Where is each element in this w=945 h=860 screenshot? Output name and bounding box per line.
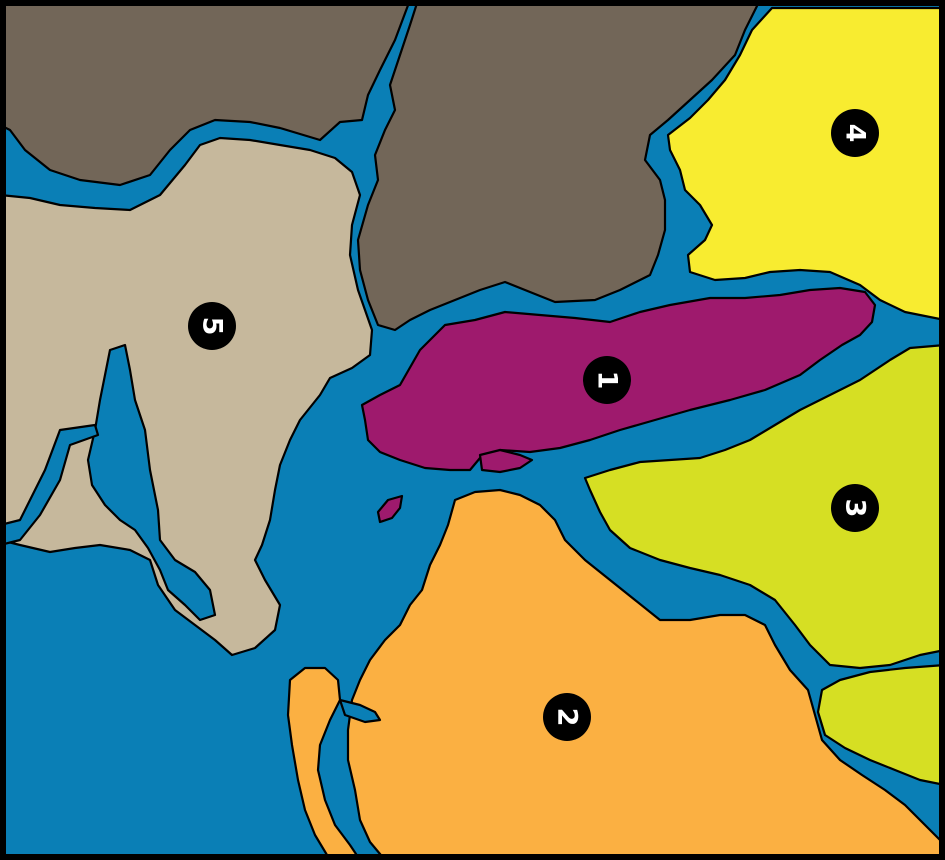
region-1-islet [478,448,534,474]
markers: 1 2 3 4 5 [188,109,879,741]
region-3 [583,343,945,670]
marker-circle [543,693,591,741]
region-5-lake [86,343,217,622]
marker-label: 2 [552,708,583,727]
region-3-south [816,663,945,787]
marker-circle [831,484,879,532]
region-1-small-islet [376,494,404,524]
marker-label: 5 [197,317,228,336]
region-4 [666,6,945,322]
region-2-peninsula [286,666,362,860]
marker-circle [583,356,631,404]
region-2 [346,488,945,860]
marker-circle [831,109,879,157]
region-5-inlet [0,423,100,547]
marker-1: 1 [583,356,631,404]
unlabeled-land [0,0,412,187]
unlabeled-land-east [356,0,762,332]
marker-label: 4 [840,124,871,143]
region-2-inlet [338,698,382,724]
marker-3: 3 [831,484,879,532]
marker-2: 2 [543,693,591,741]
region-5 [0,136,374,657]
marker-4: 4 [831,109,879,157]
marker-label: 3 [840,499,871,518]
marker-5: 5 [188,302,236,350]
marker-circle [188,302,236,350]
marker-label: 1 [592,371,623,390]
